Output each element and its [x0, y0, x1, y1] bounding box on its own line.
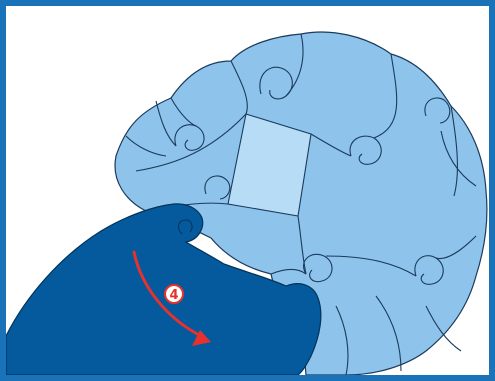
step-number: 4 — [169, 288, 178, 303]
folding-diagram: 4 — [6, 6, 489, 375]
step-badge: 4 — [165, 285, 183, 303]
